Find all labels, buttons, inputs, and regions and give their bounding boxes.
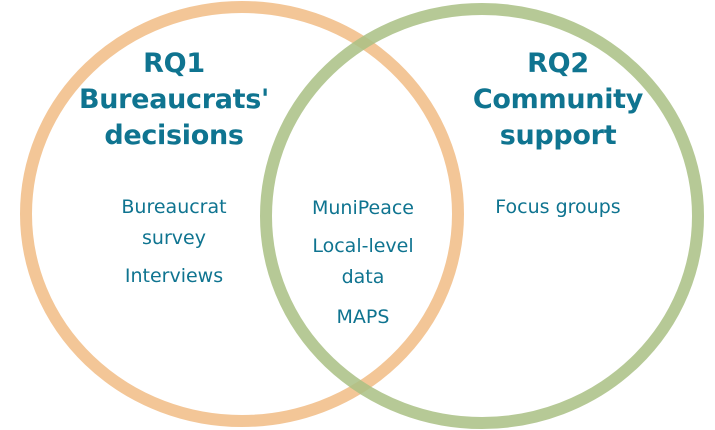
- rq2-heading: RQ2 Community support: [458, 46, 658, 154]
- item-maps: MAPS: [336, 306, 390, 328]
- right-items: Focus groups: [458, 191, 658, 223]
- right-circle: [260, 3, 704, 429]
- left-circle: [20, 1, 464, 427]
- rq2-title-line2: support: [499, 120, 617, 151]
- item-interviews: Interviews: [124, 265, 224, 287]
- item-bureaucrat-survey-line1: Bureaucrat: [121, 196, 227, 218]
- rq1-label: RQ1: [143, 48, 205, 79]
- rq2-label: RQ2: [527, 48, 589, 79]
- rq1-heading: RQ1 Bureaucrats' decisions: [74, 46, 274, 154]
- item-bureaucrat-survey-line2: survey: [142, 227, 206, 249]
- left-items: Bureaucrat survey Interviews: [74, 191, 274, 291]
- item-local-level-line1: Local-level: [312, 235, 414, 257]
- item-local-level-line2: data: [341, 266, 385, 288]
- item-focus-groups: Focus groups: [495, 196, 621, 218]
- rq2-title-line1: Community: [472, 84, 644, 115]
- overlap-items: MuniPeace Local-level data MAPS: [263, 192, 463, 332]
- item-munipeace: MuniPeace: [311, 197, 414, 219]
- rq1-title-line1: Bureaucrats': [78, 84, 270, 115]
- rq1-title-line2: decisions: [104, 120, 244, 151]
